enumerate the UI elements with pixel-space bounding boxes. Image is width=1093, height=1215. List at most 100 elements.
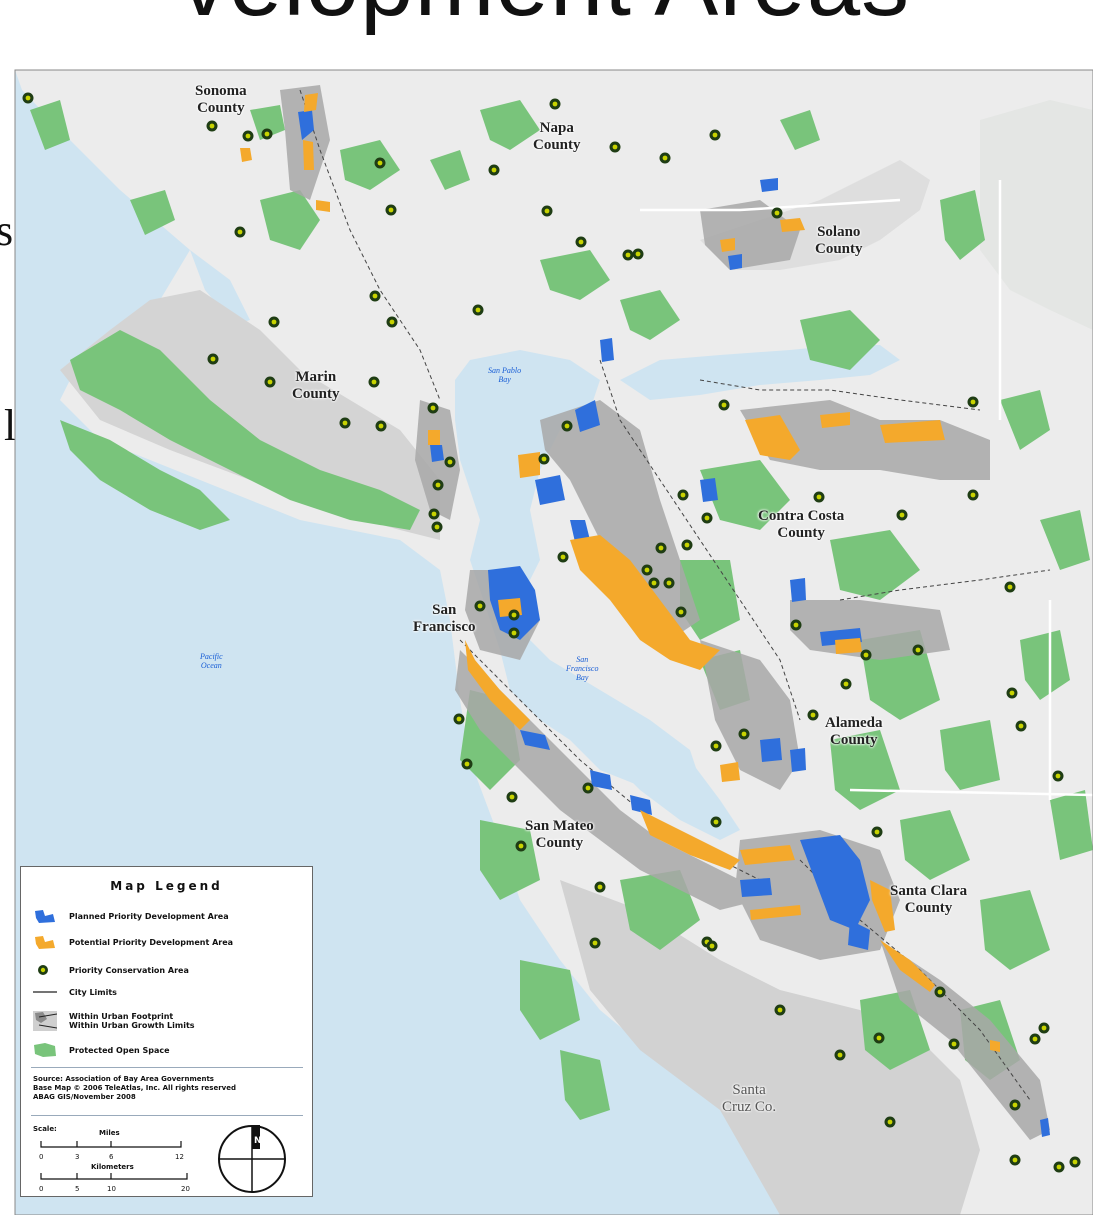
pca-dot-center — [372, 293, 378, 299]
water-label-pacific-ocean: Pacific Ocean — [200, 652, 223, 670]
pca-dot-center — [267, 379, 273, 385]
tomales-bay — [190, 250, 250, 325]
scale-tick: 0 — [39, 1153, 44, 1161]
pca-dot-center — [509, 794, 515, 800]
potential-pda — [240, 93, 1000, 1052]
pca-dot-center — [612, 144, 618, 150]
scale-tick: 5 — [75, 1185, 80, 1193]
pca-dot-center — [456, 716, 462, 722]
county-label-santa-clara: Santa Clara County — [890, 883, 968, 916]
pca-dot-center — [774, 210, 780, 216]
cutoff-text-fragment: l — [4, 401, 17, 450]
pca-dot-center — [713, 819, 719, 825]
cutoff-text-fragment: s — [0, 206, 14, 255]
pca-dot-center — [816, 494, 822, 500]
pca-dot-center — [625, 252, 631, 258]
pca-dot-center — [666, 580, 672, 586]
county-label-contra-costa: Contra Costa County — [758, 508, 845, 541]
pca-dot-center — [578, 239, 584, 245]
legend-label: Protected Open Space — [69, 1045, 170, 1055]
urban-footprint-swatch-icon — [33, 1011, 57, 1031]
pca-dot-center — [518, 843, 524, 849]
pca-dot-center — [388, 207, 394, 213]
scale-bar-km — [40, 1173, 188, 1180]
pca-dot-center — [684, 542, 690, 548]
pca-dot-center — [511, 612, 517, 618]
pca-dot-center — [863, 652, 869, 658]
scale-tick: 12 — [175, 1153, 184, 1161]
legend-item-open-space: Protected Open Space — [33, 1041, 170, 1059]
legend-label: City Limits — [69, 987, 117, 997]
north-arrow-compass-icon: N — [218, 1125, 286, 1193]
pca-dot-center — [644, 567, 650, 573]
water-label-san-pablo-bay: San Pablo Bay — [488, 366, 522, 384]
pca-dot-center — [777, 1007, 783, 1013]
pca-dot-center — [564, 423, 570, 429]
scale-tick: 6 — [109, 1153, 114, 1161]
pca-dot-center — [237, 229, 243, 235]
pca-dot-center — [389, 319, 395, 325]
pca-dot-center — [1072, 1159, 1078, 1165]
legend-item-city-limits: City Limits — [33, 983, 117, 1001]
pca-dot-center — [951, 1041, 957, 1047]
legend-item-potential-pda: Potential Priority Development Area — [33, 933, 233, 951]
pca-dot-center — [709, 943, 715, 949]
planned-pda — [298, 110, 1050, 1137]
pca-dot-center — [874, 829, 880, 835]
pca-dot-center — [887, 1119, 893, 1125]
pca-dot-center — [876, 1035, 882, 1041]
pca-dot-center — [541, 456, 547, 462]
hills — [980, 100, 1093, 330]
pca-dot-center — [371, 379, 377, 385]
pca-dot-center — [552, 101, 558, 107]
pca-dot-center — [712, 132, 718, 138]
legend-label: Planned Priority Development Area — [69, 911, 229, 921]
scale-tick: 20 — [181, 1185, 190, 1193]
pca-dot-center — [209, 123, 215, 129]
scale-tick: 3 — [75, 1153, 80, 1161]
scale-tick: 0 — [39, 1185, 44, 1193]
pca-dot-center — [704, 515, 710, 521]
county-label-marin: Marin County — [292, 369, 340, 402]
scale-miles-label: Miles — [99, 1129, 120, 1137]
hills — [560, 880, 980, 1215]
pca-dot-center — [651, 580, 657, 586]
pca-dot-center — [585, 785, 591, 791]
legend-label: Potential Priority Development Area — [69, 937, 234, 947]
scale-bar-miles — [40, 1141, 182, 1148]
pca-dot-center — [713, 743, 719, 749]
south-bay — [590, 690, 740, 840]
scale-tick: 10 — [107, 1185, 116, 1193]
legend-divider — [31, 1115, 303, 1116]
pca-dot-center — [431, 511, 437, 517]
pca-dot-center — [511, 630, 517, 636]
pca-dot-center — [245, 133, 251, 139]
planned-pda-swatch-icon — [35, 910, 55, 923]
pca-dot-center — [560, 554, 566, 560]
legend-item-pca: Priority Conservation Area — [33, 961, 189, 979]
pca-dot-center — [475, 307, 481, 313]
county-label-alameda: Alameda County — [825, 715, 883, 748]
pca-dot-center — [680, 492, 686, 498]
legend-source: Source: Association of Bay Area Governme… — [33, 1075, 236, 1101]
county-label-san-mateo: San Mateo County — [525, 818, 594, 851]
pca-dot-center — [342, 420, 348, 426]
pca-dot-center — [1055, 773, 1061, 779]
county-label-santa-cruz: Santa Cruz Co. — [722, 1082, 777, 1115]
county-label-san-francisco: San Francisco — [413, 602, 476, 635]
county-label-sonoma: Sonoma County — [195, 83, 247, 116]
priority-conservation-areas — [22, 92, 1081, 1173]
legend-label: Within Urban Footprint Within Urban Grow… — [69, 1012, 195, 1030]
north-label: N — [254, 1136, 262, 1146]
san-francisco-bay — [455, 350, 700, 800]
pca-dot-center — [264, 131, 270, 137]
pca-dot-center — [721, 402, 727, 408]
pca-dot-center — [592, 940, 598, 946]
pca-dot-center — [915, 647, 921, 653]
map-legend: Map Legend Planned Priority Development … — [20, 866, 313, 1197]
pca-dot-center — [1032, 1036, 1038, 1042]
pca-dot-center — [843, 681, 849, 687]
scale-km-label: Kilometers — [91, 1163, 134, 1171]
pca-dot-center — [635, 251, 641, 257]
pca-dot-center — [837, 1052, 843, 1058]
